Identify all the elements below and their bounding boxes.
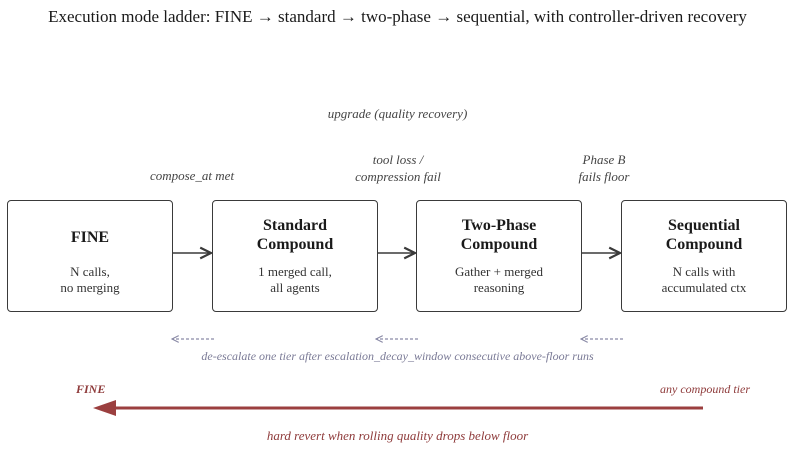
mode-box-sequential-compound: Sequential Compound N calls with accumul… (621, 200, 787, 312)
mode-title: FINE (70, 229, 110, 246)
diagram-title: Execution mode ladder: FINE → standard →… (48, 7, 747, 26)
mode-box-two-phase-compound: Two-Phase Compound Gather + merged reaso… (416, 200, 582, 312)
transition-label-phase-b-line1: Phase B (582, 152, 626, 167)
mode-description-line2: no merging (60, 280, 120, 295)
mode-description: 1 merged call, all agents (213, 264, 377, 296)
mode-title-line1: Two-Phase (461, 217, 537, 234)
mode-title-line1: Standard (262, 217, 328, 234)
mode-description: Gather + merged reasoning (417, 264, 581, 296)
mode-description-line1: 1 merged call, (258, 264, 332, 279)
mode-description: N calls with accumulated ctx (622, 264, 786, 296)
mode-description-line1: N calls with (672, 264, 736, 279)
mode-title: Standard Compound (213, 216, 377, 254)
revert-arrow-head (93, 400, 116, 416)
mode-description: N calls, no merging (8, 264, 172, 296)
upgrade-label: upgrade (quality recovery) (327, 106, 468, 121)
mode-box-standard-compound: Standard Compound 1 merged call, all age… (212, 200, 378, 312)
mode-description-line2: accumulated ctx (661, 280, 747, 295)
deescalate-note: de-escalate one tier after escalation_de… (201, 349, 594, 363)
mode-title: Two-Phase Compound (417, 216, 581, 254)
mode-description-line2: all agents (270, 280, 320, 295)
mode-title-line2: Compound (460, 236, 538, 253)
revert-source-label: any compound tier (660, 382, 750, 396)
transition-label-tool-loss: tool loss / compression fail (318, 151, 478, 185)
revert-target-label: FINE (76, 382, 106, 396)
transition-label-tool-loss-line2: compression fail (355, 169, 441, 184)
mode-title: Sequential Compound (622, 216, 786, 254)
transition-label-tool-loss-line1: tool loss / (372, 152, 424, 167)
transition-label-phase-b: Phase B fails floor (524, 151, 684, 185)
revert-note: hard revert when rolling quality drops b… (266, 428, 529, 443)
mode-description-line2: reasoning (473, 280, 525, 295)
mode-description-line1: Gather + merged (455, 264, 543, 279)
mode-description-line1: N calls, (70, 264, 110, 279)
mode-title-line1: Sequential (667, 217, 740, 234)
mode-title-line2: Compound (665, 236, 743, 253)
mode-title-line2: Compound (256, 236, 334, 253)
transition-label-phase-b-line2: fails floor (578, 169, 630, 184)
transition-label-compose: compose_at met (149, 168, 235, 183)
mode-box-fine: FINE N calls, no merging (7, 200, 173, 312)
